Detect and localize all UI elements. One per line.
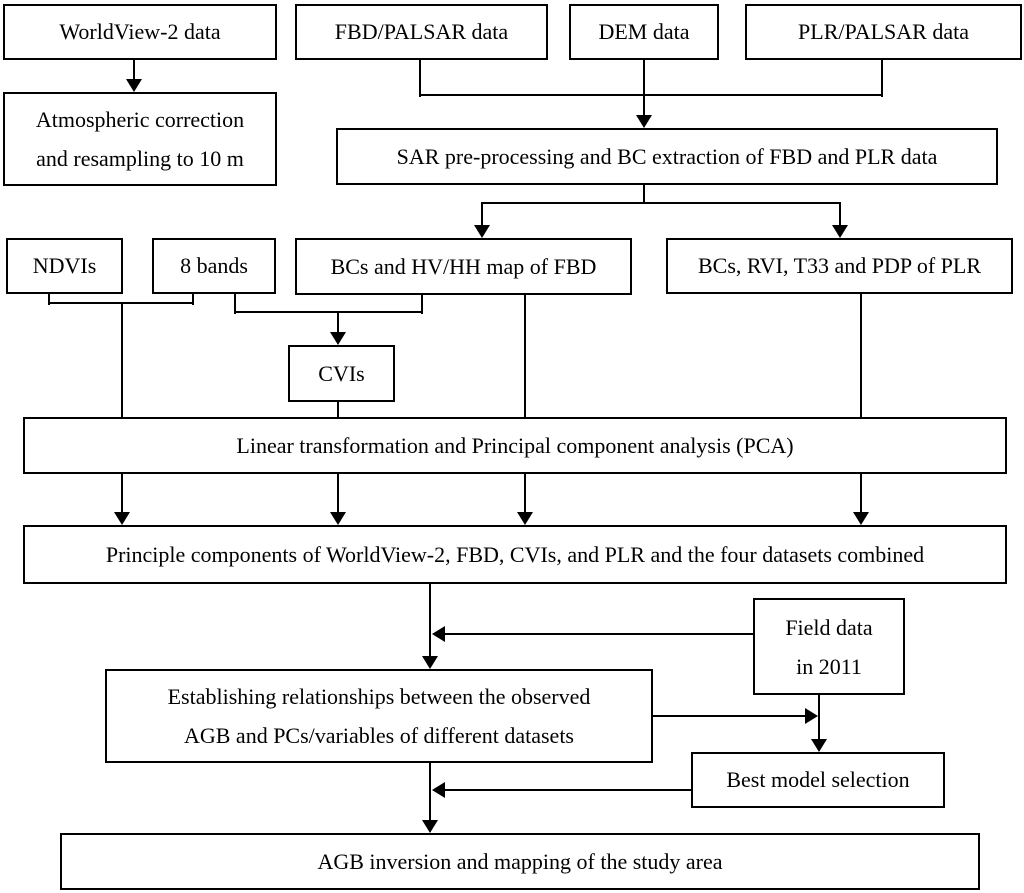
- arrowhead-down-icon: [330, 332, 346, 345]
- connector-field-feed: [445, 633, 753, 635]
- node-principle-components-label: Principle components of WorldView-2, FBD…: [105, 541, 925, 567]
- node-bcs-fbd-label: BCs and HV/HH map of FBD: [330, 253, 597, 279]
- connector-fbd-stub: [419, 60, 421, 97]
- node-cvis-label: CVIs: [318, 360, 365, 386]
- arrowhead-down-icon: [422, 656, 438, 669]
- connector-split-right: [839, 203, 841, 225]
- arrowhead-down-icon: [853, 512, 869, 525]
- node-principle-components: Principle components of WorldView-2, FBD…: [23, 525, 1007, 584]
- node-atmospheric-line2: and resampling to 10 m: [36, 146, 244, 171]
- arrowhead-down-icon: [422, 820, 438, 833]
- connector-pca-out-3: [524, 474, 526, 512]
- node-field-data-line1: Field data: [785, 614, 873, 640]
- connector-bands-right-stub: [234, 292, 236, 314]
- node-cvis: CVIs: [288, 345, 395, 402]
- connector-best-feed: [445, 789, 691, 791]
- node-bcs-plr-label: BCs, RVI, T33 and PDP of PLR: [697, 253, 982, 279]
- node-agb-inversion: AGB inversion and mapping of the study a…: [60, 833, 980, 890]
- arrowhead-down-icon: [832, 225, 848, 238]
- connector-bands-left-stub: [192, 292, 194, 305]
- connector-bcsfbd-left-stub: [421, 293, 423, 314]
- connector-sar-split: [481, 202, 841, 204]
- connector-worldview-to-atmospheric: [133, 60, 135, 79]
- node-best-model-label: Best model selection: [726, 767, 910, 793]
- arrowhead-down-icon: [474, 225, 490, 238]
- node-atmospheric-line1: Atmospheric correction: [35, 107, 245, 132]
- node-plr-palsar-label: PLR/PALSAR data: [798, 19, 969, 45]
- connector-dem-to-sar: [643, 60, 645, 115]
- connector-pca-out-2: [337, 474, 339, 512]
- node-fbd-palsar-label: FBD/PALSAR data: [334, 19, 509, 45]
- node-eight-bands: 8 bands: [152, 238, 276, 294]
- node-field-data: Field data in 2011: [753, 598, 905, 695]
- node-establishing-line2: AGB and PCs/variables of different datas…: [183, 723, 574, 748]
- node-dem-label: DEM data: [598, 19, 690, 45]
- connector-sar-out: [643, 185, 645, 204]
- node-agb-inversion-label: AGB inversion and mapping of the study a…: [317, 848, 723, 874]
- node-atmospheric-correction: Atmospheric correction and resampling to…: [3, 92, 277, 186]
- arrowhead-down-icon: [330, 512, 346, 525]
- connector-cvis-to-pca: [337, 401, 339, 417]
- arrowhead-left-icon: [432, 626, 445, 642]
- connector-field-to-best: [818, 695, 820, 739]
- connector-ndvis-bands-join: [48, 302, 194, 304]
- connector-split-left: [481, 203, 483, 225]
- node-establishing-relationships: Establishing relationships between the o…: [105, 669, 653, 763]
- connector-principle-to-establishing: [429, 584, 431, 656]
- node-pca-label: Linear transformation and Principal comp…: [236, 432, 794, 458]
- node-sar-preprocessing-label: SAR pre-processing and BC extraction of …: [396, 143, 938, 169]
- arrowhead-down-icon: [126, 79, 142, 92]
- connector-pca-out-4: [860, 474, 862, 512]
- arrowhead-down-icon: [636, 115, 652, 128]
- node-field-data-line2: in 2011: [796, 653, 862, 679]
- node-ndvis: NDVIs: [6, 238, 123, 294]
- node-pca: Linear transformation and Principal comp…: [23, 417, 1007, 474]
- node-eight-bands-label: 8 bands: [180, 253, 248, 279]
- connector-cvis-join: [234, 311, 423, 313]
- node-bcs-fbd: BCs and HV/HH map of FBD: [295, 238, 632, 295]
- arrowhead-left-icon: [432, 782, 445, 798]
- node-ndvis-label: NDVIs: [32, 253, 97, 279]
- connector-ndvis-stub: [48, 292, 50, 305]
- node-worldview-label: WorldView-2 data: [59, 19, 221, 45]
- node-plr-palsar-data: PLR/PALSAR data: [745, 4, 1022, 60]
- connector-pca-out-1: [121, 474, 123, 512]
- arrowhead-down-icon: [811, 739, 827, 752]
- node-best-model-selection: Best model selection: [691, 752, 945, 808]
- connector-establishing-to-best: [653, 715, 805, 717]
- node-bcs-plr: BCs, RVI, T33 and PDP of PLR: [666, 238, 1013, 294]
- node-establishing-line1: Establishing relationships between the o…: [167, 684, 591, 709]
- connector-fbd-plr-join: [419, 94, 883, 96]
- connector-bcsplr-to-pca: [860, 293, 862, 417]
- connector-merged-to-pca: [121, 302, 123, 417]
- node-sar-preprocessing: SAR pre-processing and BC extraction of …: [336, 128, 998, 185]
- arrowhead-down-icon: [517, 512, 533, 525]
- connector-establishing-to-agb: [429, 763, 431, 820]
- connector-plr-stub: [881, 60, 883, 97]
- node-fbd-palsar-data: FBD/PALSAR data: [295, 4, 548, 60]
- connector-bcsfbd-to-pca: [524, 293, 526, 417]
- node-worldview-data: WorldView-2 data: [3, 4, 277, 60]
- connector-to-cvis: [337, 311, 339, 332]
- arrowhead-down-icon: [114, 512, 130, 525]
- node-dem-data: DEM data: [569, 4, 719, 60]
- arrowhead-right-icon: [805, 708, 818, 724]
